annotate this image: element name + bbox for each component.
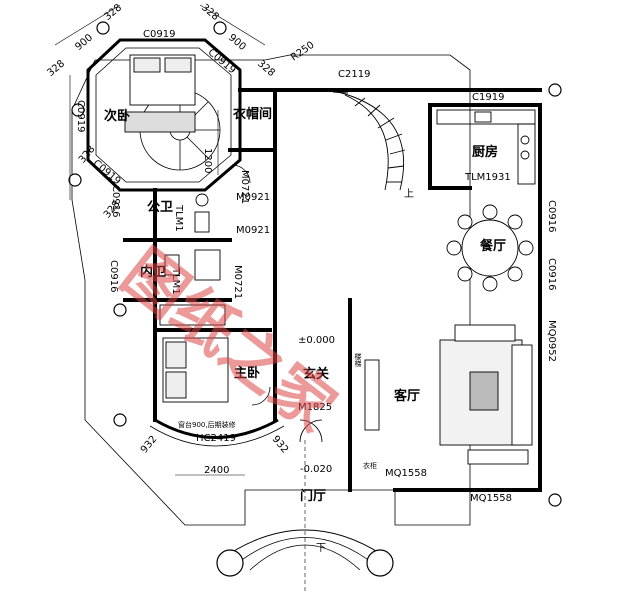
code-c0916-left-lower: C0916 <box>108 260 119 293</box>
coffee-table <box>469 371 499 411</box>
main-stair-outer <box>329 89 405 191</box>
note-cabinet: 衣柜 <box>363 462 377 470</box>
corner-column-2 <box>213 21 227 35</box>
dining-table <box>461 219 519 277</box>
room-living: 客厅 <box>394 389 421 404</box>
room-public-bath: 公卫 <box>147 200 174 215</box>
door-swing-foyer <box>299 419 323 443</box>
octagon-bay-inner <box>95 47 232 183</box>
room-second-bedroom: 次卧 <box>104 109 131 124</box>
sofa-right <box>511 344 533 446</box>
master-bay-arc <box>154 418 279 439</box>
sofa-top <box>454 324 516 342</box>
elevation-floor: ±0.000 <box>298 335 336 346</box>
corner-column-8 <box>548 493 562 507</box>
kitchen-counter-right <box>517 123 536 185</box>
porch-column-right <box>366 549 394 577</box>
toilet-public <box>194 211 210 233</box>
code-tlm1-b: TLM1 <box>170 268 181 295</box>
code-m0921-b: M0921 <box>236 225 271 236</box>
corner-column-1 <box>96 21 110 35</box>
dim-1200: 1200 <box>202 148 213 174</box>
code-c1919: C1919 <box>472 92 505 103</box>
code-c0919-top: C0919 <box>143 29 176 40</box>
sofa-bottom <box>467 449 529 465</box>
code-tlm1-a: TLM1 <box>173 205 184 232</box>
code-m0921-a: M0921 <box>236 192 271 203</box>
corner-column-5 <box>113 303 127 317</box>
code-m1825: M1825 <box>298 402 333 413</box>
room-kitchen: 厨房 <box>472 145 499 160</box>
second-bed-rug <box>124 111 196 133</box>
code-c0919-left: C0919 <box>75 100 86 133</box>
corner-column-3 <box>71 103 85 117</box>
corner-column-7 <box>548 83 562 97</box>
porch-arc <box>219 529 391 561</box>
octagon-bay <box>86 38 242 192</box>
door-swing-cloak <box>231 164 251 184</box>
door-swing-bedroom <box>251 386 271 406</box>
porch-column-left <box>216 549 244 577</box>
room-master-bedroom: 主卧 <box>234 366 261 381</box>
code-c0916-left-upper: C0916 <box>110 185 121 218</box>
code-tlm1931: TLM1931 <box>465 172 511 183</box>
porch-arc-inner <box>234 537 376 566</box>
master-bay-arc-outer <box>149 425 285 447</box>
corner-column-4 <box>68 173 82 187</box>
wardrobe <box>159 304 226 326</box>
dim-line-top-left <box>54 4 121 46</box>
dim-line-top-right <box>199 4 266 46</box>
code-mq0952: MQ0952 <box>546 320 557 362</box>
room-foyer: 玄关 <box>303 367 330 382</box>
code-c2119: C2119 <box>338 69 371 80</box>
kitchen-counter-top <box>436 109 536 125</box>
code-c0916-right-upper: C0916 <box>546 200 557 233</box>
room-inner-bath: 内卫 <box>140 265 167 280</box>
code-mq1558-a: MQ1558 <box>385 468 427 479</box>
toilet-inner <box>164 254 180 276</box>
room-cloakroom: 衣帽间 <box>233 107 273 122</box>
code-c0916-right-lower: C0916 <box>546 258 557 291</box>
kitchen-sink <box>474 111 492 123</box>
room-entrance-hall: 门厅 <box>300 489 327 504</box>
tv-cabinet <box>364 359 380 431</box>
room-dining: 餐厅 <box>480 239 507 254</box>
shower-inner <box>194 249 221 281</box>
note-stair-label: 楼梯 <box>354 353 362 367</box>
sink-public <box>195 193 209 207</box>
note-bay-window: 窗台900,后期装修 <box>178 421 236 429</box>
elevation-porch: -0.020 <box>300 464 333 475</box>
main-stair-inner <box>344 94 389 191</box>
corner-column-6 <box>113 413 127 427</box>
code-m0721-a: M0721 <box>239 170 250 205</box>
roof-outline <box>71 54 471 526</box>
note-porch-down: 下 <box>316 543 326 554</box>
code-mq1558-b: MQ1558 <box>470 493 512 504</box>
dim-2400: 2400 <box>204 465 230 476</box>
code-hc2419: HC2419 <box>196 433 236 444</box>
note-stair-up: 上 <box>404 189 414 200</box>
code-m0721-b: M0721 <box>232 265 243 300</box>
